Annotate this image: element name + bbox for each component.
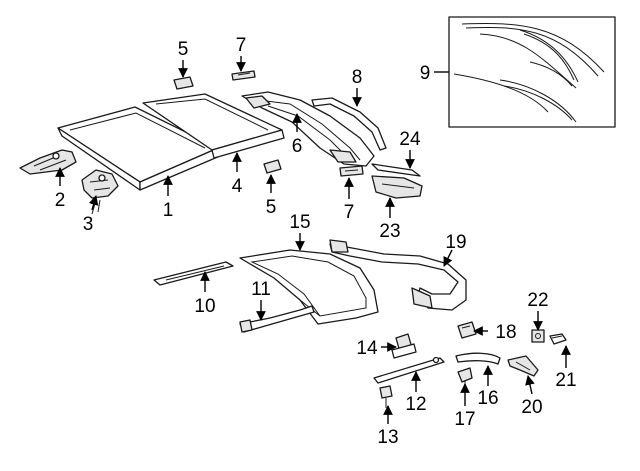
convertible-top-frame <box>239 249 379 325</box>
clip-upper <box>173 76 194 90</box>
rear-window-frame <box>241 91 375 167</box>
callout-7-lower: 7 <box>344 202 355 223</box>
leader-lines <box>55 56 571 424</box>
callout-10: 10 <box>194 296 215 317</box>
callout-4: 4 <box>232 176 243 197</box>
nut <box>531 329 545 343</box>
callout-1: 1 <box>163 200 174 221</box>
retaining-clip <box>457 321 477 339</box>
window-trim-strip <box>311 97 387 151</box>
rear-roof-panel <box>142 93 285 159</box>
callout-12: 12 <box>405 394 426 415</box>
callout-11: 11 <box>251 279 271 300</box>
callout-9: 9 <box>420 63 431 84</box>
arched-trim <box>455 352 501 365</box>
latch-mechanism <box>81 169 119 215</box>
callout-5-upper: 5 <box>178 39 189 60</box>
callout-24: 24 <box>399 129 421 150</box>
clip-lower <box>263 159 282 174</box>
callout-3: 3 <box>83 214 94 235</box>
upper-trim-strip <box>371 163 421 177</box>
hinge-cover <box>507 355 539 377</box>
callout-20: 20 <box>521 397 542 418</box>
screw-13 <box>379 385 393 408</box>
seal-piece-upper <box>231 70 256 81</box>
lower-rail <box>373 356 445 384</box>
callout-7-upper: 7 <box>236 35 247 56</box>
weatherstrip-seal <box>329 239 467 311</box>
callout-21: 21 <box>555 370 576 391</box>
callout-17: 17 <box>454 409 475 430</box>
callout-19: 19 <box>445 232 466 253</box>
hinge-bracket <box>19 149 77 175</box>
callout-6: 6 <box>292 136 303 157</box>
callout-2: 2 <box>55 190 66 211</box>
callout-13: 13 <box>377 427 398 448</box>
callout-23: 23 <box>379 221 400 242</box>
callout-18: 18 <box>495 322 516 343</box>
callout-14: 14 <box>356 338 378 359</box>
callout-15: 15 <box>289 212 310 233</box>
seal-piece-lower <box>339 165 364 177</box>
mount-bracket <box>391 333 417 359</box>
bolt <box>549 333 567 345</box>
side-rail <box>153 261 234 286</box>
callout-22: 22 <box>527 290 548 311</box>
seal-kit-inset <box>448 16 616 128</box>
callout-16: 16 <box>477 388 498 409</box>
callout-8: 8 <box>352 67 363 88</box>
callout-5-lower: 5 <box>266 197 277 218</box>
front-roof-panel <box>57 106 221 191</box>
trim-cover <box>371 175 423 199</box>
lower-side-trim <box>239 305 315 333</box>
